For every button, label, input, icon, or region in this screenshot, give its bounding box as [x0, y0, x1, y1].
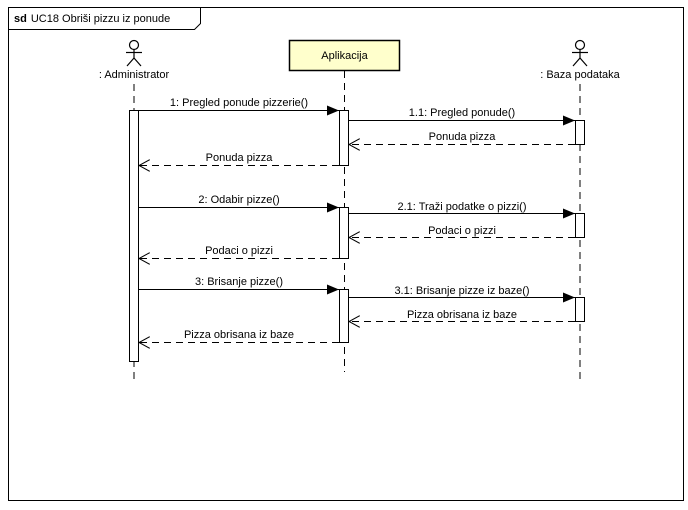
activation-administrator [129, 110, 139, 362]
return-2-1-label: Podaci o pizzi [428, 225, 496, 237]
activation-aplikacija-2 [339, 207, 349, 259]
frame-title-text: UC18 Obriši pizzu iz ponude [31, 13, 170, 25]
activation-aplikacija-1 [339, 110, 349, 166]
message-3-label: 3: Brisanje pizze() [195, 276, 283, 288]
activation-baza-1 [575, 120, 585, 145]
participant-administrator [126, 39, 142, 67]
frame-title: sd UC18 Obriši pizzu iz ponude [14, 13, 170, 25]
message-1-label: 1: Pregled ponude pizzerie() [170, 97, 308, 109]
message-2-label: 2: Odabir pizze() [198, 194, 279, 206]
participant-baza-label: : Baza podataka [540, 69, 620, 81]
frame-keyword: sd [14, 13, 27, 25]
activation-baza-3 [575, 297, 585, 322]
message-1-1-label: 1.1: Pregled ponude() [409, 107, 515, 119]
participant-aplikacija-box [288, 39, 401, 72]
participant-baza [572, 39, 588, 67]
activation-baza-2 [575, 213, 585, 238]
return-2-label: Podaci o pizzi [205, 245, 273, 257]
return-3-1-label: Pizza obrisana iz baze [407, 309, 517, 321]
actor-icon [572, 39, 588, 67]
message-2-1-label: 2.1: Traži podatke o pizzi() [397, 201, 526, 213]
activation-aplikacija-3 [339, 289, 349, 343]
return-1-1-label: Ponuda pizza [429, 131, 497, 143]
participant-aplikacija-label: Aplikacija [321, 50, 368, 62]
participant-administrator-label: : Administrator [99, 69, 170, 81]
return-3-label: Pizza obrisana iz baze [184, 329, 294, 341]
frame-title-tab [8, 7, 201, 30]
return-1-label: Ponuda pizza [206, 152, 274, 164]
actor-icon [126, 39, 142, 67]
message-3-1-label: 3.1: Brisanje pizze iz baze() [394, 285, 529, 297]
